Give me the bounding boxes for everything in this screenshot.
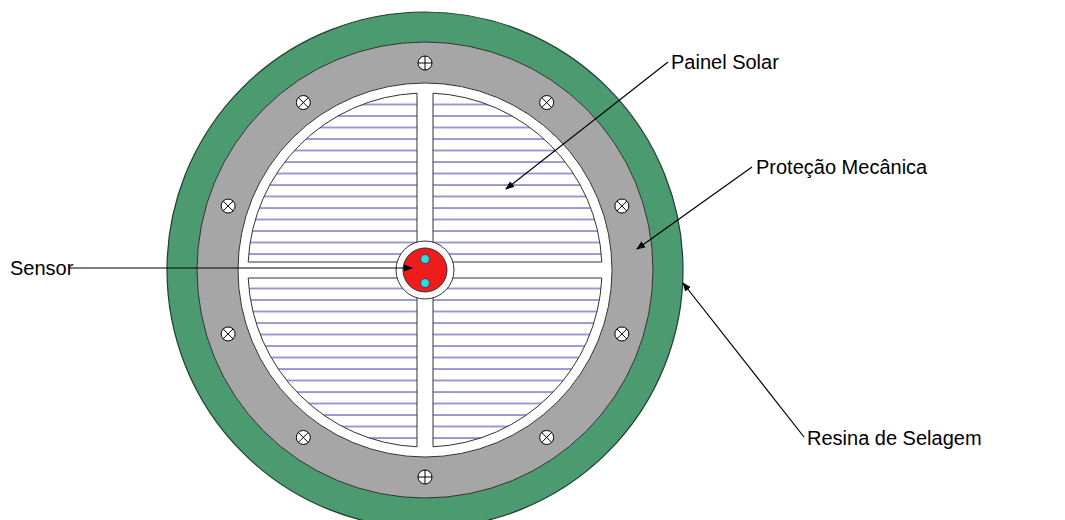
screw-slot (425, 470, 426, 484)
screw (615, 327, 629, 341)
screw-slot (298, 98, 308, 108)
sensor-dot (421, 279, 430, 288)
screw-slot (223, 329, 233, 339)
screw-slot (542, 98, 552, 108)
screw (615, 199, 629, 213)
screw (418, 470, 432, 484)
panel-window (238, 83, 612, 457)
screw-slot (223, 329, 233, 339)
screw (418, 56, 432, 70)
part-label: Resina de Selagem (807, 428, 982, 448)
mechanical-protection (197, 42, 653, 498)
screw-slot (298, 433, 308, 443)
part-label: Proteção Mecânica (756, 157, 927, 177)
screw-slot (617, 201, 627, 211)
screw-slot (223, 201, 233, 211)
screw-slot (425, 56, 426, 70)
sealing-resin (167, 12, 683, 520)
sensor (403, 248, 447, 292)
screw-slot (617, 329, 627, 339)
part-label: Sensor (10, 258, 73, 278)
screw-slot (298, 433, 308, 443)
screw-slot (223, 201, 233, 211)
part-label: Painel Solar (671, 52, 779, 72)
sensor-dot (421, 255, 430, 264)
screw (296, 96, 310, 110)
screw-slot (542, 433, 552, 443)
leader-lines (70, 62, 804, 437)
screw-slot (617, 329, 627, 339)
screw (540, 96, 554, 110)
screw (221, 199, 235, 213)
screws (221, 56, 629, 484)
solar-panel (248, 93, 602, 447)
sensor-ring (396, 241, 454, 299)
screw (296, 430, 310, 444)
screw (221, 327, 235, 341)
screw-slot (617, 201, 627, 211)
screw (540, 430, 554, 444)
screw-slot (542, 98, 552, 108)
screw-slot (298, 98, 308, 108)
screw-slot (542, 433, 552, 443)
